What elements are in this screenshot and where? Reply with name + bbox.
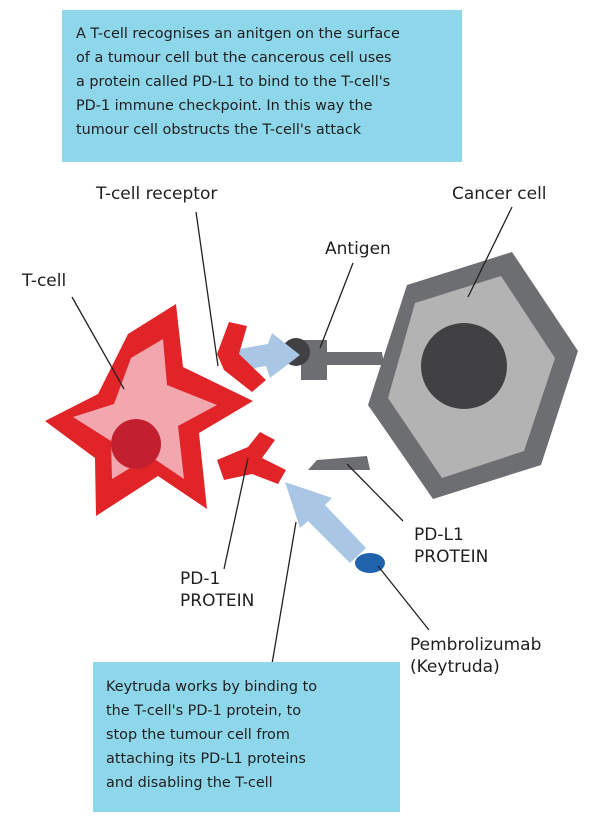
callout-text-line: of a tumour cell but the cancerous cell … [76, 50, 392, 66]
callout-text-line: A T-cell recognises an anitgen on the su… [76, 26, 400, 42]
callout-text-line: attaching its PD-L1 proteins [106, 751, 306, 767]
callout-text-line: and disabling the T-cell [106, 775, 273, 791]
leader-lines [71, 206, 513, 665]
t-cell [45, 304, 286, 516]
leader-line-pembrolizumab [377, 565, 430, 631]
label-pd-l1-protein: PD-L1 PROTEIN [414, 524, 488, 568]
top-explanation-callout: A T-cell recognises an anitgen on the su… [62, 10, 462, 162]
label-line: Pembrolizumab [410, 635, 542, 655]
label-t-cell-receptor: T-cell receptor [96, 184, 218, 204]
leader-line-antigen [319, 262, 354, 349]
label-line: PD-1 [180, 569, 221, 589]
callout-text-line: PD-1 immune checkpoint. In this way the [76, 98, 373, 114]
leader-line-pd-l1 [346, 463, 404, 522]
t-cell-nucleus [111, 419, 161, 469]
leader-line-t-cell [71, 296, 125, 390]
label-line: PD-L1 [414, 525, 464, 545]
pd-1-protein [217, 432, 286, 484]
leader-line-cancer-cell [467, 206, 513, 298]
label-cancer-cell: Cancer cell [452, 184, 547, 204]
label-pd-1-protein: PD-1 PROTEIN [180, 568, 254, 612]
label-pembrolizumab: Pembrolizumab (Keytruda) [410, 634, 541, 678]
callout-text-line: stop the tumour cell from [106, 727, 290, 743]
drug-arrow [285, 482, 366, 563]
cancer-cell-nucleus [421, 323, 507, 409]
callout-text-line: the T-cell's PD-1 protein, to [106, 703, 302, 719]
label-line: PROTEIN [414, 547, 489, 567]
t-cell-receptor [217, 322, 266, 392]
leader-line-pd-1 [223, 457, 249, 570]
cancer-cell [368, 252, 578, 499]
callout-text-line: a protein called PD-L1 to bind to the T-… [76, 74, 391, 90]
antigen-stalk [301, 340, 384, 380]
callout-text-line: tumour cell obstructs the T-cell's attac… [76, 122, 362, 138]
callout-text-line: Keytruda works by binding to [106, 679, 318, 695]
label-antigen: Antigen [325, 239, 391, 259]
pembrolizumab-molecule [355, 553, 385, 573]
label-t-cell: T-cell [22, 271, 67, 291]
leader-line-t-cell-receptor [195, 211, 219, 367]
label-line: (Keytruda) [410, 657, 500, 677]
leader-line-keytruda [271, 521, 297, 665]
t-cell-cytoplasm [73, 339, 217, 479]
label-line: PROTEIN [180, 591, 255, 611]
bottom-explanation-callout: Keytruda works by binding to the T-cell'… [93, 662, 400, 812]
pd-l1-protein [308, 456, 370, 470]
